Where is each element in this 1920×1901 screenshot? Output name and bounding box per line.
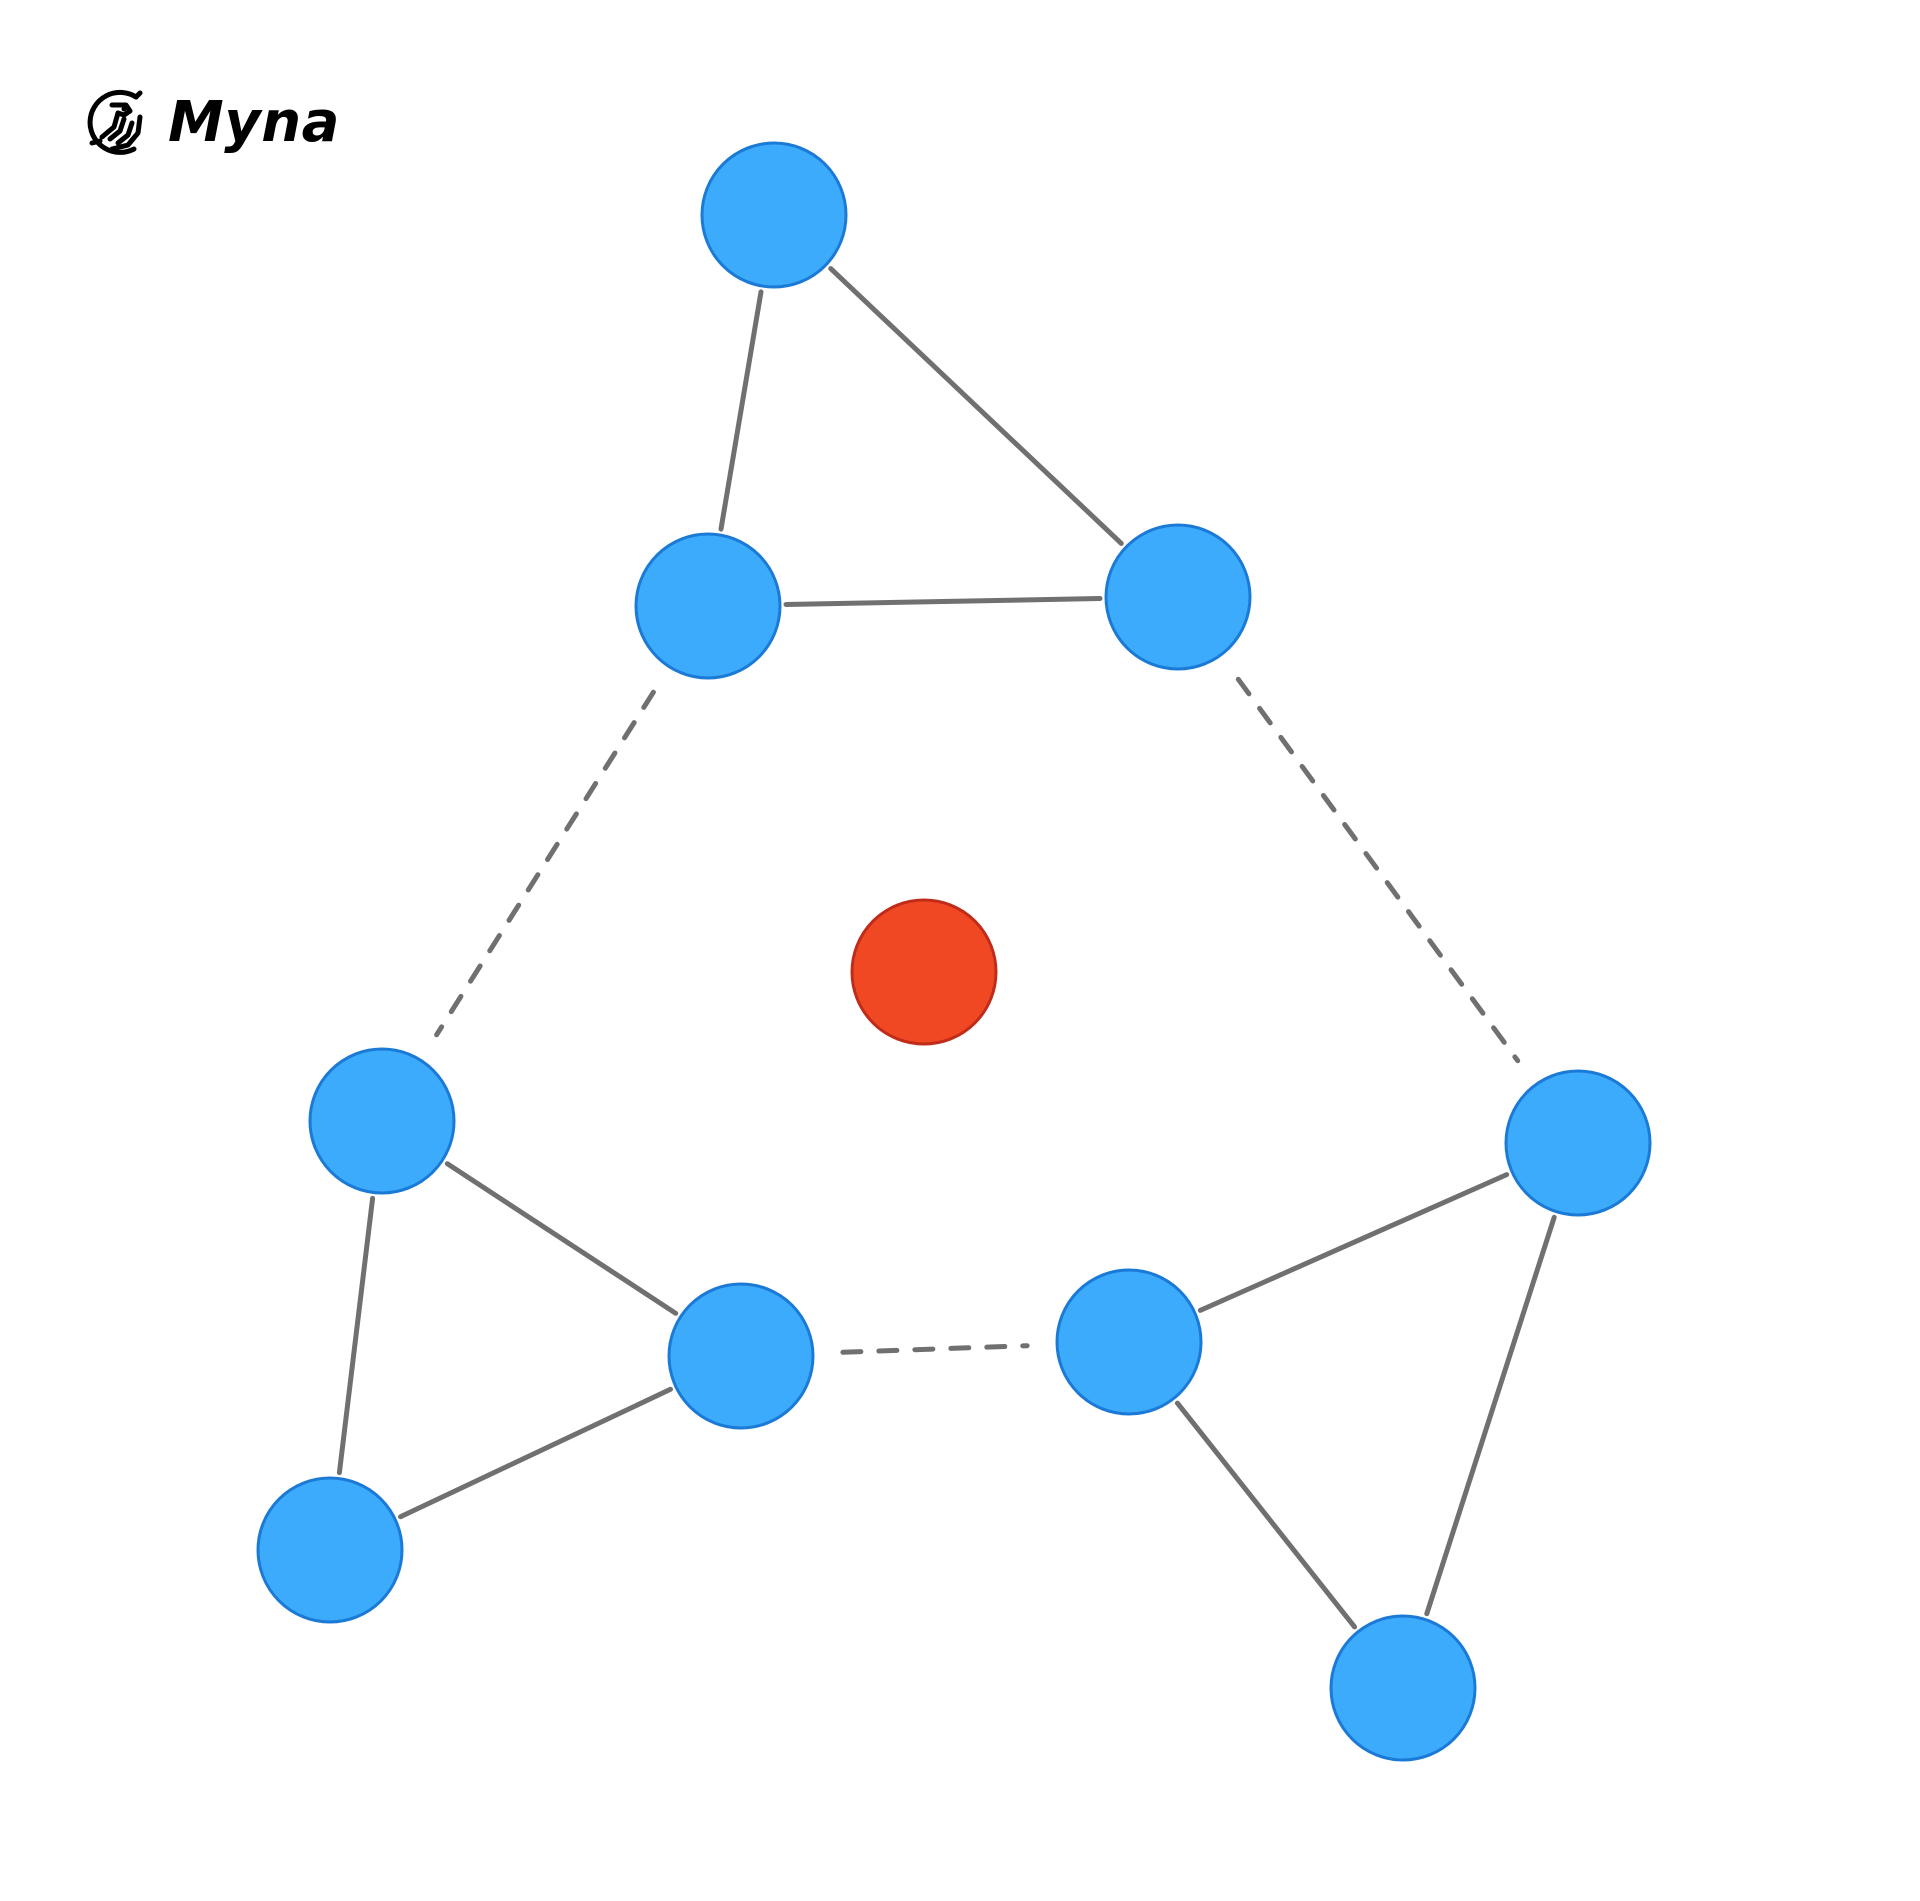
node-n4 [308, 1047, 456, 1195]
edge-n2-n4 [434, 689, 656, 1038]
edge-n5-n6 [398, 1386, 673, 1520]
edge-n1-n3 [828, 266, 1124, 546]
edge-n1-n2 [718, 289, 764, 532]
node-n6 [667, 1282, 815, 1430]
edge-n8-n9 [1174, 1400, 1358, 1630]
edge-n7-n9 [1424, 1214, 1557, 1617]
edge-n6-n8 [840, 1343, 1030, 1355]
nodes-layer [256, 141, 1652, 1762]
node-n9 [1329, 1614, 1477, 1762]
edge-n3-n7 [1235, 676, 1521, 1064]
edge-n2-n3 [783, 596, 1103, 607]
edge-n8-n7 [1197, 1172, 1510, 1313]
node-n5 [256, 1476, 404, 1624]
node-n8 [1055, 1268, 1203, 1416]
edge-n4-n5 [336, 1195, 376, 1476]
node-n3 [1104, 523, 1252, 671]
node-n7 [1504, 1069, 1652, 1217]
node-n2 [634, 532, 782, 680]
node-n1 [700, 141, 848, 289]
myna-bird-icon [78, 83, 158, 163]
brand-logo: Myna [78, 78, 340, 168]
edge-n4-n6 [444, 1161, 679, 1316]
brand-name: Myna [168, 90, 340, 155]
center-node [850, 898, 998, 1046]
edges-layer [336, 266, 1557, 1630]
